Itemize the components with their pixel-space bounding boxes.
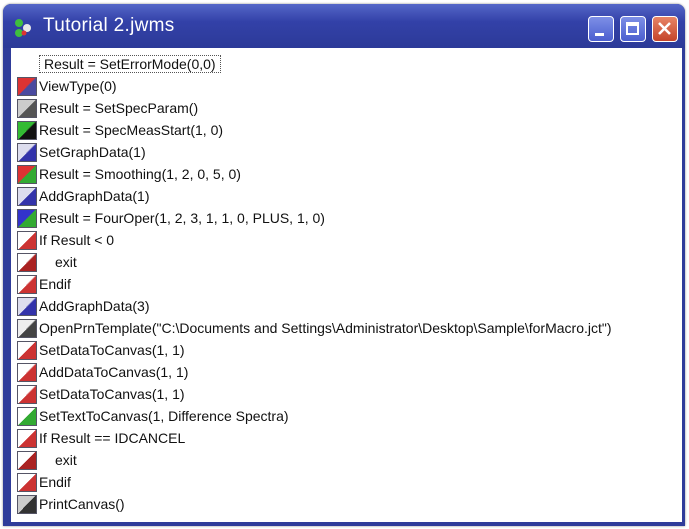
endif-icon (17, 472, 37, 492)
macro-line-text: Result = FourOper(1, 2, 3, 1, 1, 0, PLUS… (39, 210, 325, 226)
spec-param-icon (17, 98, 37, 118)
template-icon (17, 318, 37, 338)
macro-line[interactable]: Result = SpecMeasStart(1, 0) (17, 119, 223, 141)
macro-line-text: SetGraphData(1) (39, 144, 146, 160)
macro-line[interactable]: AddGraphData(3) (17, 295, 150, 317)
canvas-icon (17, 384, 37, 404)
canvas-text-icon (17, 406, 37, 426)
canvas-icon (17, 340, 37, 360)
macro-line[interactable]: Result = SetErrorMode(0,0) (17, 53, 221, 75)
macro-line[interactable]: If Result == IDCANCEL (17, 427, 185, 449)
macro-line-text: Endif (39, 474, 71, 490)
macro-line-text: If Result == IDCANCEL (39, 430, 186, 446)
macro-line-text: SetDataToCanvas(1, 1) (39, 386, 185, 402)
macro-line-text: Result = SpecMeasStart(1, 0) (39, 122, 224, 138)
macro-line-text: SetDataToCanvas(1, 1) (39, 342, 185, 358)
if-icon (17, 230, 37, 250)
macro-line-text: exit (55, 254, 77, 270)
macro-line-text: AddGraphData(3) (39, 298, 150, 314)
macro-list[interactable]: Result = SetErrorMode(0,0) ViewType(0) Res… (11, 48, 682, 522)
macro-line[interactable]: PrintCanvas() (17, 493, 125, 515)
play-measure-icon (17, 120, 37, 140)
macro-line[interactable]: If Result < 0 (17, 229, 114, 251)
macro-line[interactable]: Result = FourOper(1, 2, 3, 1, 1, 0, PLUS… (17, 207, 325, 229)
four-oper-icon (17, 208, 37, 228)
macro-line-text: ViewType(0) (39, 78, 117, 94)
macro-line[interactable]: exit (17, 251, 77, 273)
macro-line[interactable]: Result = Smoothing(1, 2, 0, 5, 0) (17, 163, 241, 185)
macro-line[interactable]: Endif (17, 471, 71, 493)
exit-icon (17, 450, 37, 470)
macro-line[interactable]: SetDataToCanvas(1, 1) (17, 383, 185, 405)
canvas-icon (17, 362, 37, 382)
macro-line-text: If Result < 0 (39, 232, 115, 248)
macro-line[interactable]: SetGraphData(1) (17, 141, 146, 163)
macro-line[interactable]: exit (17, 449, 77, 471)
if-icon (17, 428, 37, 448)
macro-line[interactable]: SetTextToCanvas(1, Difference Spectra) (17, 405, 289, 427)
maximize-icon (626, 22, 639, 35)
close-icon (658, 22, 671, 35)
macro-line-text: Result = Smoothing(1, 2, 0, 5, 0) (39, 166, 241, 182)
macro-line-text: exit (55, 452, 77, 468)
minimize-icon (595, 33, 604, 36)
macro-line[interactable]: Result = SetSpecParam() (17, 97, 198, 119)
exit-icon (17, 252, 37, 272)
macro-line-text: Result = SetSpecParam() (39, 100, 199, 116)
view-type-icon (17, 76, 37, 96)
macro-line[interactable]: OpenPrnTemplate("C:\Documents and Settin… (17, 317, 612, 339)
add-graph-icon (17, 186, 37, 206)
macro-line[interactable]: ViewType(0) (17, 75, 117, 97)
graph-data-icon (17, 142, 37, 162)
macro-line[interactable]: Endif (17, 273, 71, 295)
macro-line-text: OpenPrnTemplate("C:\Documents and Settin… (39, 320, 612, 336)
macro-line[interactable]: AddDataToCanvas(1, 1) (17, 361, 188, 383)
macro-line-text: Endif (39, 276, 71, 292)
macro-line-text: PrintCanvas() (39, 496, 125, 512)
minimize-button[interactable] (588, 16, 614, 42)
macro-line-text: SetTextToCanvas(1, Difference Spectra) (39, 408, 289, 424)
macro-line[interactable]: AddGraphData(1) (17, 185, 150, 207)
endif-icon (17, 274, 37, 294)
app-icon (15, 19, 31, 37)
maximize-button[interactable] (620, 16, 646, 42)
printer-icon (17, 494, 37, 514)
macro-line-text: AddDataToCanvas(1, 1) (39, 364, 189, 380)
add-graph-icon (17, 296, 37, 316)
window-title: Tutorial 2.jwms (43, 15, 175, 36)
macro-line-text: Result = SetErrorMode(0,0) (39, 55, 221, 73)
macro-line[interactable]: SetDataToCanvas(1, 1) (17, 339, 185, 361)
macro-line-text: AddGraphData(1) (39, 188, 150, 204)
title-bar[interactable]: Tutorial 2.jwms (3, 4, 685, 48)
macro-window: Tutorial 2.jwms Result = SetErrorMode(0,… (3, 4, 685, 526)
close-button[interactable] (652, 16, 678, 42)
smoothing-icon (17, 164, 37, 184)
